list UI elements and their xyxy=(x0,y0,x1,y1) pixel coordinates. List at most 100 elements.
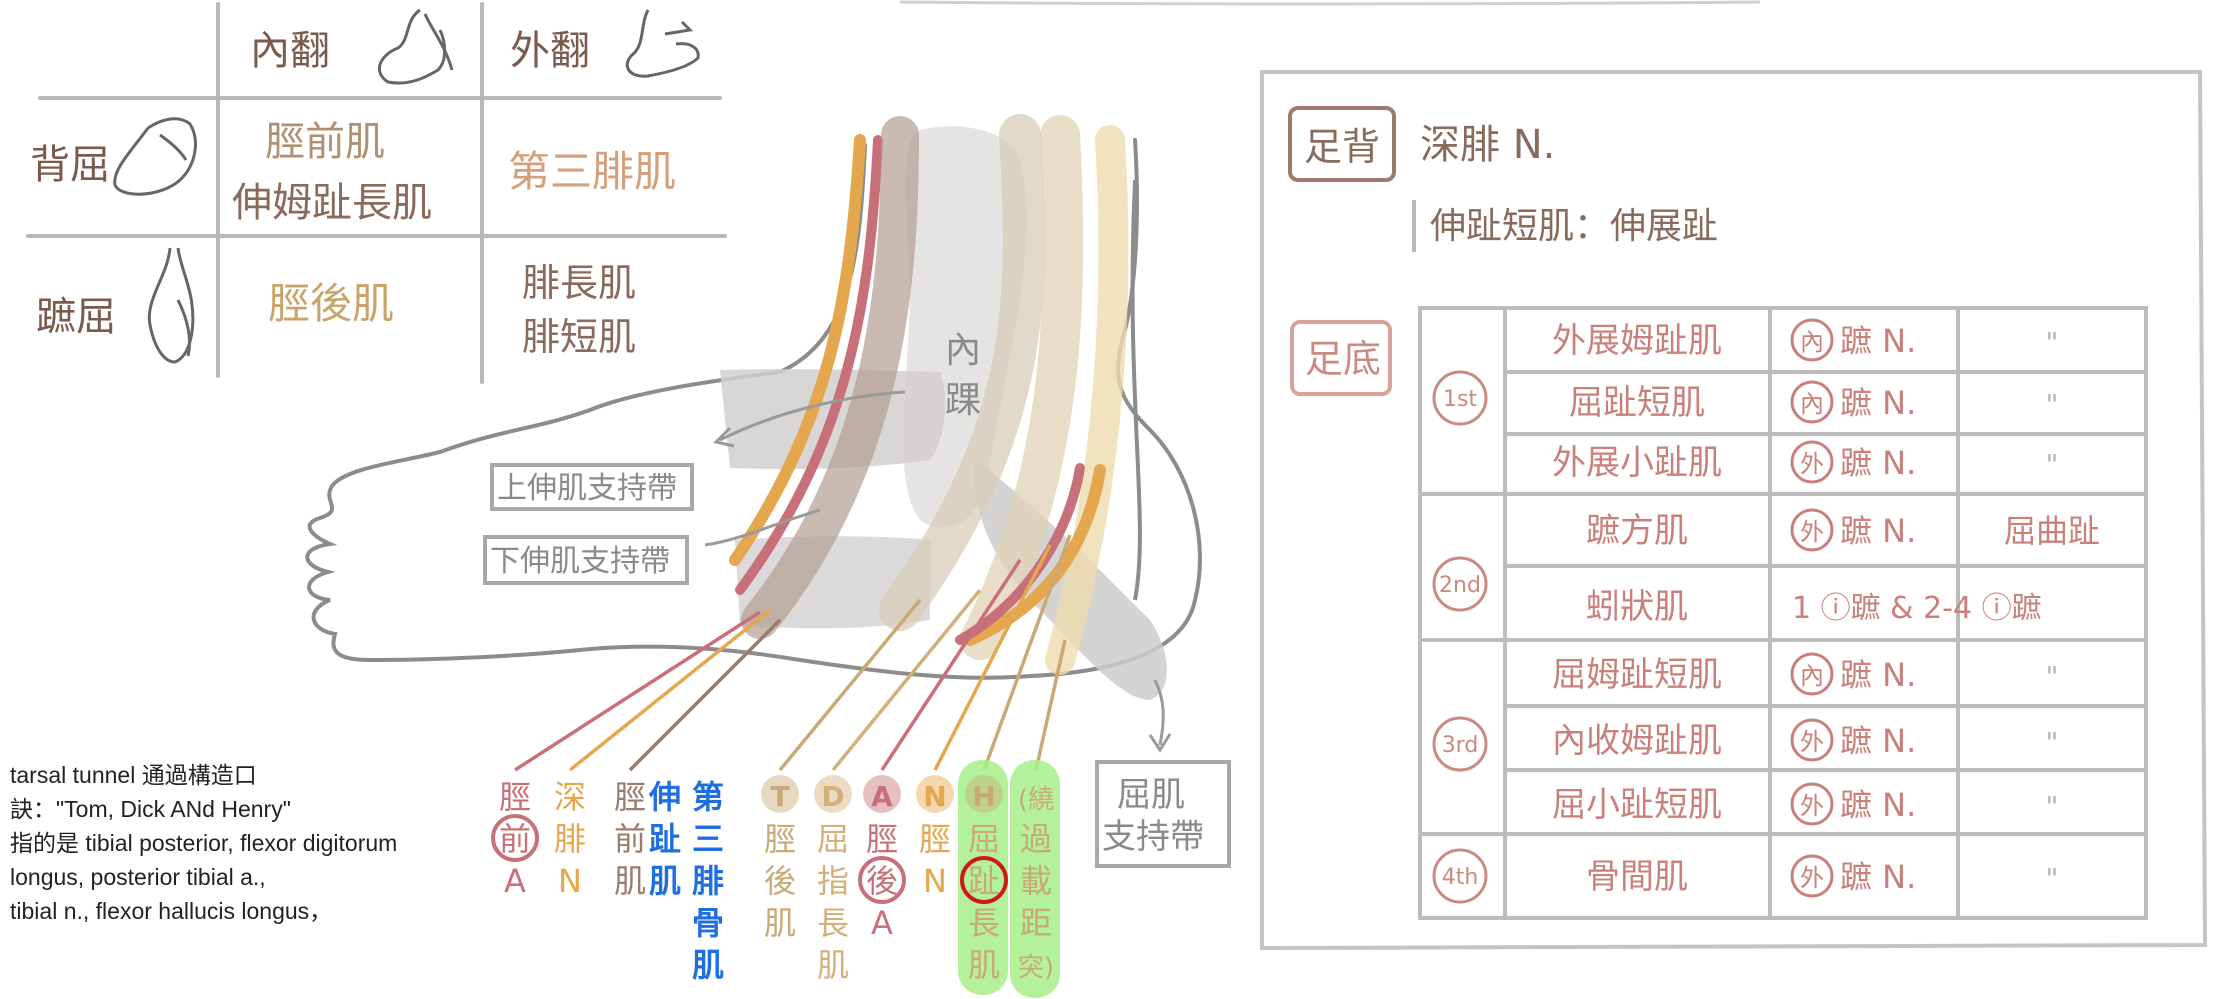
tendon-badge-circle-8 xyxy=(916,775,954,813)
tendon-label-5-char-2: 肌 xyxy=(764,904,796,942)
tendon-label-2-char-1: 前 xyxy=(614,820,646,858)
tendon-label-2-char-0: 脛 xyxy=(614,778,646,816)
nerve-circ-text-2-1: 外 xyxy=(1800,728,1824,756)
tendon-label-4-char-3: 骨 xyxy=(692,904,724,942)
tendon-badge-9: H xyxy=(972,780,995,813)
nerve-circle-0-0 xyxy=(1790,318,1834,362)
plantar-nerve-0-1: 蹠 N. xyxy=(1840,384,1916,422)
plantar-action-0-0: " xyxy=(2046,326,2059,359)
plantar-action-2-1: " xyxy=(2046,726,2059,759)
tendon-label-1-char-0: 深 xyxy=(554,778,586,816)
plantar-action-1-0: 屈曲趾 xyxy=(2004,512,2100,550)
cell-tibialis-posterior: 脛後肌 xyxy=(268,279,394,328)
mnemonic-line-1: tarsal tunnel 通過構造口 xyxy=(10,762,257,788)
tendon-label-10-char-3: 距 xyxy=(1020,904,1052,942)
tendon-label-7-char-0: 脛 xyxy=(866,820,898,858)
nerve-circle-1-0 xyxy=(1790,508,1834,552)
plantar-muscle-3-0: 骨間肌 xyxy=(1586,857,1688,897)
tendon-label-9-char-2: 長 xyxy=(968,904,1000,942)
cell-peroneus-tertius: 第三腓肌 xyxy=(508,147,676,196)
nerve-circle-2-0 xyxy=(1790,652,1834,696)
plantar-nerve-1-1: 1 ⓘ蹠 & 2-4 ⓘ蹠 xyxy=(1792,591,2042,626)
layer-circle-1 xyxy=(1432,556,1488,612)
tendon-badge-circle-6 xyxy=(814,775,852,813)
tendon-label-7-char-1: 後 xyxy=(866,862,898,900)
plantar-action-2-2: " xyxy=(2046,790,2059,823)
nerve-circle-2-1 xyxy=(1790,718,1834,762)
nerve-circ-text-1-0: 外 xyxy=(1800,518,1824,546)
tendon-label-6-char-0: 屈 xyxy=(817,820,849,858)
tendon-leader-9 xyxy=(982,534,1072,771)
tendon-label-columns: 脛前A深腓N脛前肌伸趾肌第三腓骨肌T脛後肌D屈指長肌A脛後AN脛NH屈趾長肌(繞… xyxy=(491,775,1054,984)
tendon-label-1-char-1: 腓 xyxy=(554,820,586,858)
tendon-badge-6: D xyxy=(821,780,844,813)
tendon-label-7-char-2: A xyxy=(871,904,893,942)
tendon-leader-1 xyxy=(568,608,772,772)
dorsal-nerve: 深腓 N. xyxy=(1420,122,1555,168)
dorsal-tag: 足背 xyxy=(1304,125,1380,169)
plantar-nerve-2-0: 蹠 N. xyxy=(1840,656,1916,694)
tendon-label-4-char-0: 第 xyxy=(692,778,724,816)
tendon-label-5-char-1: 後 xyxy=(764,862,796,900)
mnemonic-line-3: 指的是 tibial posterior, flexor digitorum xyxy=(10,830,398,856)
dorsal-muscle-line: 伸趾短肌：伸展趾 xyxy=(1430,206,1718,247)
plantar-muscle-0-1: 屈趾短肌 xyxy=(1569,383,1705,423)
plantar-action-2-0: " xyxy=(2046,660,2059,693)
plantar-muscle-rows: 1st外展姆趾肌內蹠 N."屈趾短肌內蹠 N."外展小趾肌外蹠 N."2nd蹠方… xyxy=(1432,318,2100,904)
nerve-circ-text-0-1: 內 xyxy=(1800,390,1824,418)
tendon-label-8-char-1: N xyxy=(923,862,947,900)
plantar-tag: 足底 xyxy=(1305,337,1381,381)
nerve-circ-text-3-0: 外 xyxy=(1800,864,1824,892)
col-header-eversion: 外翻 xyxy=(510,28,590,74)
plantar-action-0-2: " xyxy=(2046,448,2059,481)
tendon-badge-8: N xyxy=(923,780,946,813)
eversion-foot-icon xyxy=(625,9,700,78)
plantar-nerve-1-0: 蹠 N. xyxy=(1840,512,1916,550)
tendon-label-9-char-3: 肌 xyxy=(968,946,1000,984)
tendon-char-circle-0 xyxy=(491,814,539,862)
foot-outline xyxy=(305,138,1202,680)
layer-label-0: 1st xyxy=(1443,387,1477,412)
plantar-muscle-0-0: 外展姆趾肌 xyxy=(1552,321,1722,361)
malleolus-label-2: 踝 xyxy=(945,380,981,421)
mnemonic-line-4: longus, posterior tibial a., xyxy=(10,864,266,890)
tendon-leader-7 xyxy=(880,559,1022,771)
cell-ext-hallucis-longus: 伸姆趾長肌 xyxy=(232,180,432,226)
plantar-muscle-1-0: 蹠方肌 xyxy=(1586,511,1688,551)
layer-label-1: 2nd xyxy=(1439,573,1481,598)
plantar-muscle-1-1: 蚓狀肌 xyxy=(1586,587,1688,627)
tendon-label-3-char-1: 趾 xyxy=(649,820,681,858)
tendon-label-4-char-4: 肌 xyxy=(692,946,724,984)
flexor-retinaculum-label-2: 支持帶 xyxy=(1102,817,1204,857)
tendon-badge-7: A xyxy=(871,780,893,813)
cell-tibialis-anterior: 脛前肌 xyxy=(265,119,385,165)
nerve-circ-text-0-0: 內 xyxy=(1800,328,1824,356)
malleolus-label-1: 內 xyxy=(945,330,981,371)
medial-foot-drawing: 內 踝 上伸肌支持帶 下伸肌支持帶 屈肌 支持帶 xyxy=(305,114,1231,868)
layer-label-2: 3rd xyxy=(1442,733,1479,758)
nerve-circle-2-2 xyxy=(1790,782,1834,826)
plantar-muscle-2-0: 屈姆趾短肌 xyxy=(1552,655,1722,695)
tendon-badge-5: T xyxy=(770,780,789,813)
tendon-char-circle-9 xyxy=(960,856,1008,904)
tendon-leader-5 xyxy=(778,598,922,772)
nerve-circle-0-2 xyxy=(1790,440,1834,484)
tarsal-tunnel-mnemonic: tarsal tunnel 通過構造口 訣："Tom, Dick ANd Hen… xyxy=(10,758,490,928)
col-header-inversion: 內翻 xyxy=(250,28,330,74)
tendon-label-2-char-2: 肌 xyxy=(614,862,646,900)
tendon-label-5-char-0: 脛 xyxy=(764,820,796,858)
plantar-nerve-0-0: 蹠 N. xyxy=(1840,322,1916,360)
tendon-label-8-char-0: 脛 xyxy=(919,820,951,858)
foot-muscle-panel: 足背 深腓 N. 伸趾短肌：伸展趾 足底 1st外展姆趾肌內蹠 N."屈趾短肌內… xyxy=(1260,70,2208,951)
tendon-leader-0 xyxy=(514,610,761,772)
flexor-retinaculum-label-1: 屈肌 xyxy=(1117,775,1185,815)
nerve-circle-0-1 xyxy=(1790,380,1834,424)
nerve-circ-text-2-0: 內 xyxy=(1800,662,1824,690)
tendon-badge-circle-5 xyxy=(761,775,799,813)
tendon-label-6-char-3: 肌 xyxy=(817,946,849,984)
superior-retinaculum-label: 上伸肌支持帶 xyxy=(497,471,677,506)
tendon-label-0-char-1: 前 xyxy=(499,820,531,858)
plantar-nerve-0-2: 蹠 N. xyxy=(1840,444,1916,482)
plantar-action-0-1: " xyxy=(2046,388,2059,421)
plantar-muscle-2-1: 內收姆趾肌 xyxy=(1552,721,1722,761)
